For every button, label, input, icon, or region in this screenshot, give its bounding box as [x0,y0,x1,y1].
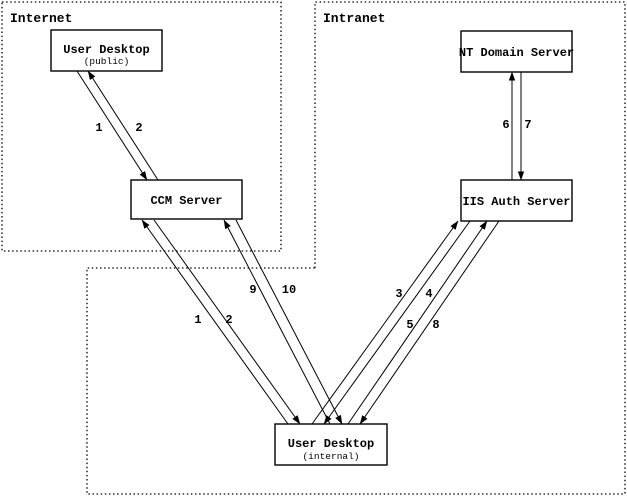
flow-label-2-public: 2 [135,121,142,135]
flow-line-1-public [76,70,148,181]
internet-zone-border [1,1,282,252]
user-desktop-internal-subtitle: (internal) [302,451,359,462]
intranet-zone-border [86,1,626,495]
flow-label-9: 9 [249,283,256,297]
intranet-zone-label: Intranet [323,11,385,26]
flow-label-4: 4 [425,287,432,301]
flow-label-7: 7 [524,118,531,132]
user-desktop-public-title: User Desktop [63,43,149,57]
user-desktop-internal-box [274,423,388,466]
user-desktop-public-subtitle: (public) [84,56,130,67]
nt-domain-server-box [460,30,573,73]
flow-label-8: 8 [432,318,439,332]
node-iis-auth-server: IIS Auth Server [460,179,573,222]
internet-zone-label: Internet [10,11,72,26]
ccm-server-title: CCM Server [150,194,222,208]
flow-line-3 [311,220,459,425]
flow-line-4 [323,220,471,425]
node-nt-domain-server: NT Domain Server [459,30,574,73]
flow-label-10: 10 [282,283,296,297]
flow-line-5 [347,220,488,425]
nt-domain-server-title: NT Domain Server [459,46,574,60]
flow-label-1-public: 1 [95,121,102,135]
flow-line-2-internal [153,219,301,425]
user-desktop-internal-title: User Desktop [288,437,374,451]
flow-line-8 [359,220,500,425]
user-desktop-public-box [50,29,163,72]
flow-label-2-internal: 2 [225,313,232,327]
node-user-desktop-internal: User Desktop (internal) [274,423,388,466]
flow-label-1-internal: 1 [194,313,201,327]
flow-label-5: 5 [406,318,413,332]
iis-auth-server-box [460,179,573,222]
iis-auth-server-title: IIS Auth Server [462,195,570,209]
flow-line-10 [235,219,343,425]
flow-line-9 [223,219,331,425]
flow-label-3: 3 [395,287,402,301]
node-ccm-server: CCM Server [130,179,243,220]
flow-line-2-public [87,70,159,181]
flow-line-1-internal [141,219,289,425]
node-user-desktop-public: User Desktop (public) [50,29,163,72]
flow-label-6: 6 [502,118,509,132]
ccm-server-box [130,179,243,220]
